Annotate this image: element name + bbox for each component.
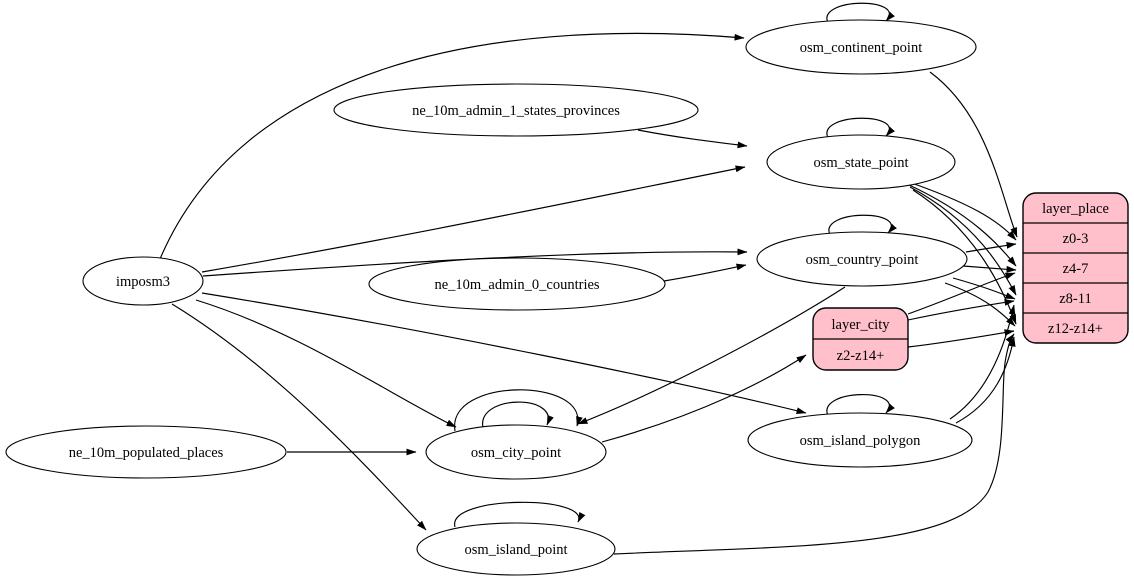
node-osm-state-point-shape <box>766 134 956 190</box>
node-osm-island-point-label: osm_island_point <box>464 542 567 558</box>
node-ne-10m-admin-0-countries: ne_10m_admin_0_countries <box>368 257 666 311</box>
node-osm-city-point: osm_city_point <box>425 424 607 480</box>
edges <box>159 2 1018 555</box>
selfloop-osm-country-point <box>828 214 897 236</box>
selfloop-inner-osm-city-point <box>482 401 554 429</box>
node-imposm3: imposm3 <box>82 256 204 306</box>
edge-osm-country-point-z12-z14 <box>944 282 1016 327</box>
edge-osm-country-point-osm-city-point <box>577 286 846 425</box>
edge-osm-continent-point-z0-3 <box>929 71 1018 238</box>
edge-imposm3-osm-continent-point <box>159 32 745 260</box>
node-osm-continent-point-label: osm_continent_point <box>800 40 922 56</box>
node-ne-10m-populated-places-label: ne_10m_populated_places <box>69 445 224 461</box>
edge-imposm3-osm-state-point <box>201 165 746 273</box>
edge-imposm3-osm-island-polygon <box>201 292 807 415</box>
edge-osm-city-point-layer-city <box>601 354 807 443</box>
layer-city-row-z2-z14: z2-z14+ <box>837 348 885 364</box>
node-osm-state-point-label: osm_state_point <box>813 155 908 171</box>
layer-place-row-z4-7: z4-7 <box>1063 261 1089 277</box>
edge-osm-state-point-z0-3 <box>902 179 1017 241</box>
edge-osm-country-point-z0-3 <box>965 241 1017 253</box>
layer-city-title: layer_city <box>832 317 891 333</box>
node-ne-10m-admin-0-shape <box>368 257 666 311</box>
node-osm-island-polygon-shape <box>747 412 973 468</box>
layer-place-row-z12-z14: z12-z14+ <box>1048 321 1103 337</box>
node-osm-country-point-shape <box>756 231 968 287</box>
selfloop-outer-osm-city-point <box>454 389 583 432</box>
selfloop-osm-island-point <box>454 501 586 528</box>
node-osm-city-point-shape <box>425 424 607 480</box>
node-osm-continent-point-shape <box>745 19 977 75</box>
node-osm-island-point: osm_island_point <box>416 522 616 576</box>
edge-osm-state-point-z8-11 <box>909 186 1017 296</box>
edge-imposm3-osm-city-point <box>195 299 457 428</box>
edge-osm-island-point-z12-z14 <box>613 333 1015 555</box>
edge-osm-state-point-z4-7 <box>906 183 1017 267</box>
node-ne-10m-admin-1-label: ne_10m_admin_1_states_provinces <box>412 103 620 119</box>
node-imposm3-label: imposm3 <box>116 274 170 290</box>
node-layer-place: layer_place z0-3 z4-7 z8-11 z12-z14+ <box>1022 192 1129 344</box>
node-osm-continent-point: osm_continent_point <box>745 19 977 75</box>
edge-ne10m-states-osm-state-point <box>637 129 748 149</box>
node-osm-city-point-label: osm_city_point <box>471 445 561 461</box>
node-ne-10m-populated-places-shape <box>5 425 287 479</box>
edge-osm-island-polygon-z12-z14 <box>955 336 1016 424</box>
layer-place-row-z0-3: z0-3 <box>1063 231 1089 247</box>
edge-layer-city-z8-11 <box>907 299 1015 321</box>
node-osm-island-point-shape <box>416 522 616 576</box>
edge-layer-city-z12-z14 <box>907 329 1015 348</box>
node-layer-place-shape <box>1022 192 1129 344</box>
edge-osm-country-point-z4-7 <box>962 265 1017 273</box>
node-imposm3-shape <box>82 256 204 306</box>
selfloop-osm-state-point <box>826 117 895 139</box>
node-ne-10m-admin-1-shape <box>333 83 699 137</box>
selfloop-osm-continent-point <box>826 2 895 24</box>
layer-place-title: layer_place <box>1042 201 1109 217</box>
layer-place-row-z8-11: z8-11 <box>1059 291 1091 307</box>
edge-layer-city-z4-7 <box>907 272 1016 315</box>
node-osm-island-polygon-label: osm_island_polygon <box>800 433 922 449</box>
edge-osm-country-point-z8-11 <box>952 277 1016 300</box>
node-osm-island-polygon: osm_island_polygon <box>747 412 973 468</box>
edge-imposm3-osm-island-point <box>171 303 427 531</box>
node-osm-state-point: osm_state_point <box>766 134 956 190</box>
node-ne-10m-populated-places: ne_10m_populated_places <box>5 425 287 479</box>
edge-osm-island-polygon-z8-11 <box>949 304 1016 420</box>
node-osm-country-point-label: osm_country_point <box>806 252 919 268</box>
edge-ne10m-countries-osm-country-point <box>663 263 747 282</box>
node-ne-10m-admin-0-label: ne_10m_admin_0_countries <box>434 277 599 293</box>
node-osm-country-point: osm_country_point <box>756 231 968 287</box>
selfloop-osm-island-polygon <box>826 394 895 417</box>
node-layer-city: layer_city z2-z14+ <box>812 307 909 371</box>
node-ne-10m-admin-1-states-provinces: ne_10m_admin_1_states_provinces <box>333 83 699 137</box>
